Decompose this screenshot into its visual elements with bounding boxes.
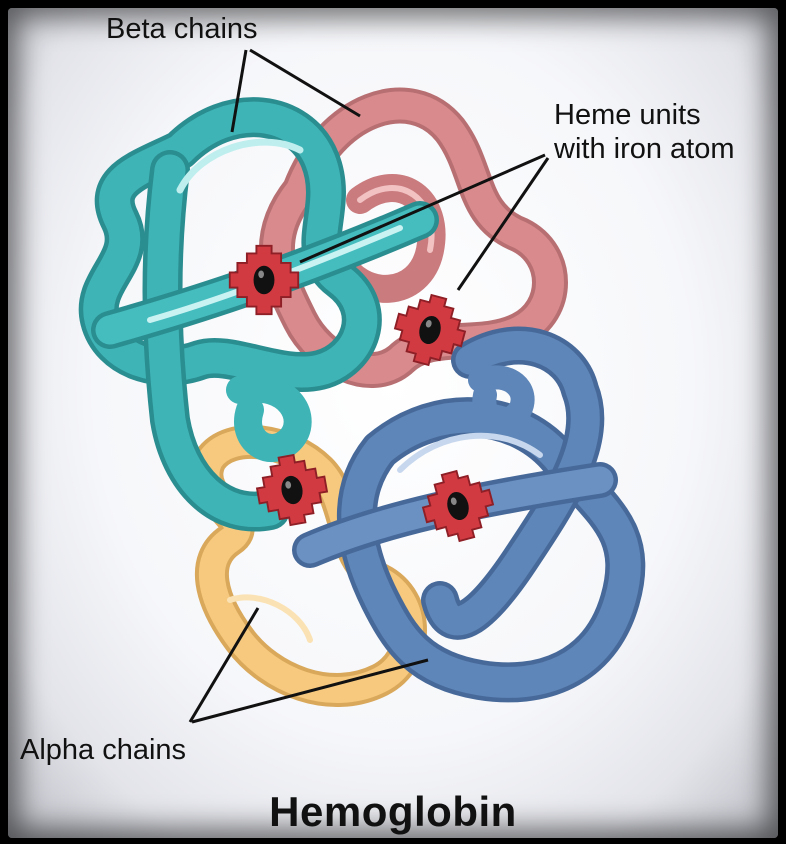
- alpha-chains-label: Alpha chains: [20, 733, 186, 767]
- heme-units-label: Heme units with iron atom: [554, 98, 735, 166]
- heme-unit-4: [416, 464, 500, 548]
- beta-chains-label: Beta chains: [106, 12, 258, 46]
- heme-label-line-2: with iron atom: [554, 132, 735, 166]
- heme-label-line-1: Heme units: [554, 98, 735, 132]
- diagram-title: Hemoglobin: [0, 788, 786, 836]
